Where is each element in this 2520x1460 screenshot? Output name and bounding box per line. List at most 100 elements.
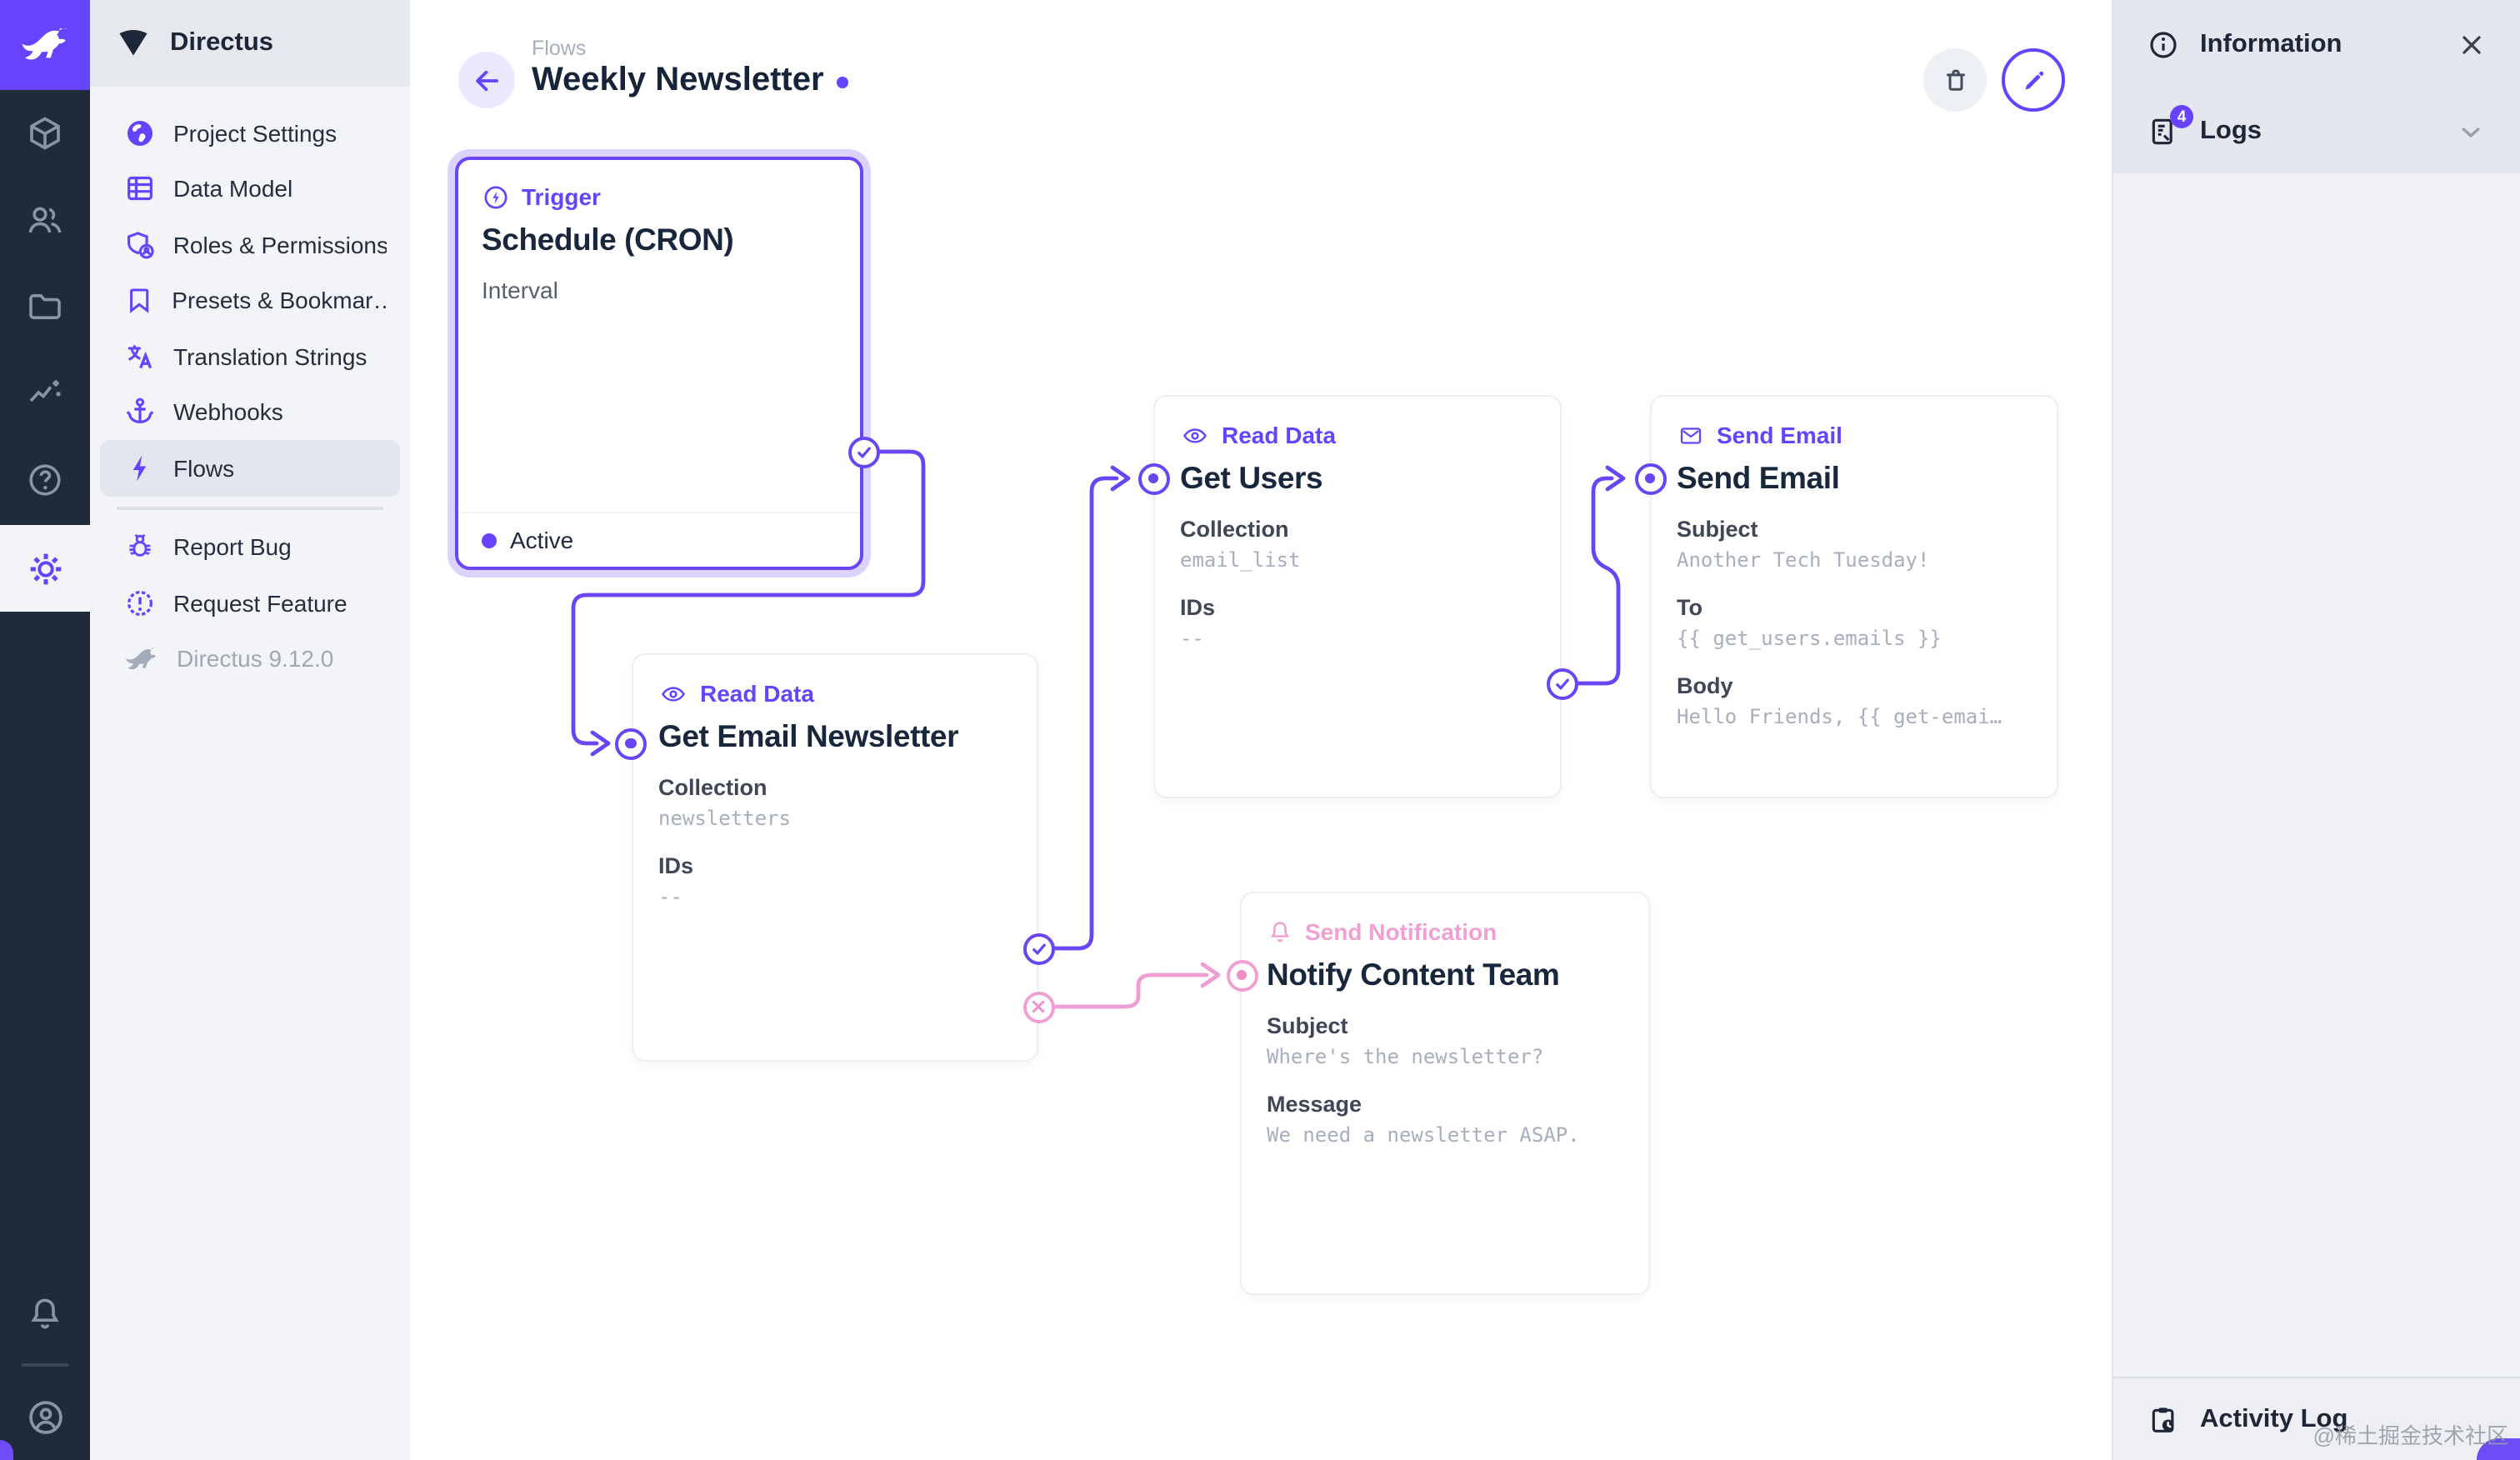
info-icon — [2150, 32, 2177, 58]
logs-chevron — [2455, 116, 2487, 148]
page-title: Weekly Newsletter — [532, 62, 824, 98]
field-label: Collection — [1180, 517, 1289, 542]
node-panel-label: Send Notification — [1267, 915, 1623, 948]
nav-item-label: Roles & Permissions — [172, 231, 387, 258]
field-label: IDs — [1180, 595, 1216, 620]
bug-icon — [129, 534, 151, 558]
envelope-icon — [1680, 427, 1702, 443]
delete-flow-button[interactable] — [1923, 48, 1987, 112]
shield-user-icon — [128, 231, 154, 258]
avatar-icon — [28, 1400, 62, 1433]
nav-item-roles-permissions[interactable]: Roles & Permissions — [100, 217, 400, 272]
nav-item-label: Report Bug — [173, 533, 292, 561]
node-panel-text: Read Data — [700, 680, 814, 707]
nav-item-label: Webhooks — [173, 398, 283, 426]
node-panel-text: Send Email — [1717, 422, 1842, 448]
sidebar-logs-accordion[interactable]: 4 Logs — [2113, 90, 2520, 173]
module-insights[interactable] — [0, 350, 90, 437]
node-panel-text: Trigger — [522, 183, 601, 210]
port-send-email-input[interactable] — [1634, 462, 1666, 494]
node-panel-label: Send Email — [1677, 418, 2032, 452]
check-icon — [1032, 942, 1045, 954]
project-wedge-icon — [119, 29, 148, 56]
module-file-library[interactable] — [0, 263, 90, 350]
node-panel-text: Read Data — [1222, 422, 1336, 448]
module-help[interactable] — [0, 437, 90, 523]
cube-icon — [30, 117, 60, 150]
edit-flow-button[interactable] — [2002, 48, 2065, 112]
logs-icon-wrap: 4 — [2147, 105, 2193, 148]
node-panel-label: Read Data — [1180, 418, 1535, 452]
nav-item-label: Presets & Bookmar… — [172, 287, 387, 314]
nav-item-presets-bookmarks[interactable]: Presets & Bookmar… — [100, 272, 400, 328]
flow-node-get-email-newsletter[interactable]: Read Data Get Email Newsletter Collectio… — [632, 653, 1038, 1062]
user-avatar-button[interactable] — [0, 1373, 90, 1460]
back-button[interactable] — [458, 52, 515, 108]
node-panel-label: Read Data — [658, 677, 1012, 710]
unsaved-dot — [837, 77, 849, 88]
nav-item-report-bug[interactable]: Report Bug — [100, 519, 400, 575]
port-get-email-newsletter-input[interactable] — [615, 728, 647, 759]
nav-item-data-model[interactable]: Data Model — [100, 161, 400, 217]
node-field: Subject Where's the newsletter? — [1267, 1012, 1623, 1072]
nav-item-translation-strings[interactable]: Translation Strings — [100, 328, 400, 384]
module-settings[interactable] — [0, 525, 90, 612]
field-label: Subject — [1677, 517, 1758, 542]
rabbit-icon-grey — [126, 647, 158, 669]
translate-icon — [128, 344, 152, 368]
port-get-users-input[interactable] — [1138, 462, 1169, 494]
sidebar-activity-log[interactable]: Activity Log — [2113, 1377, 2520, 1460]
field-value: -- — [658, 885, 682, 908]
bookmark-icon — [130, 289, 149, 314]
field-value: We need a newsletter ASAP. — [1267, 1123, 1580, 1147]
notifications-button[interactable] — [0, 1270, 90, 1357]
flow-node-send-email[interactable]: Send Email Send Email Subject Another Te… — [1650, 395, 2058, 798]
nav-item-flows[interactable]: Flows — [100, 440, 400, 496]
node-title: Notify Content Team — [1267, 957, 1560, 992]
port-notify-input[interactable] — [1226, 959, 1258, 991]
flow-node-trigger[interactable]: Trigger Schedule (CRON) Interval Active — [455, 157, 863, 570]
flow-node-get-users[interactable]: Read Data Get Users Collection email_lis… — [1153, 395, 1562, 798]
logs-count-badge: 4 — [2170, 105, 2193, 128]
anchor-icon — [126, 398, 154, 424]
field-label: Message — [1267, 1092, 1362, 1117]
field-label: Subject — [1267, 1013, 1348, 1038]
field-value: {{ get_users.emails }} — [1677, 627, 1942, 650]
nav-item-label: Translation Strings — [173, 342, 368, 370]
arrow-left-icon — [475, 69, 498, 91]
nav-item-webhooks[interactable]: Webhooks — [100, 384, 400, 440]
insights-icon — [29, 380, 61, 402]
directus-logo[interactable] — [0, 0, 90, 90]
nav-item-label: Project Settings — [173, 119, 338, 147]
node-field: IDs -- — [658, 852, 1012, 912]
project-switcher[interactable]: Directus — [90, 0, 410, 87]
module-user-directory[interactable] — [0, 177, 90, 263]
port-get-email-newsletter-resolve[interactable] — [1022, 932, 1054, 964]
help-icon — [29, 464, 61, 496]
users-icon — [28, 207, 62, 233]
project-name: Directus — [170, 28, 274, 57]
close-sidebar-button[interactable] — [2457, 30, 2487, 60]
nav-item-label: Data Model — [173, 175, 293, 202]
port-get-users-resolve[interactable] — [1546, 668, 1578, 699]
breadcrumb[interactable]: Flows — [532, 37, 587, 60]
eye-icon — [661, 686, 686, 701]
node-field: To {{ get_users.emails }} — [1677, 593, 2032, 653]
nav-item-request-feature[interactable]: Request Feature — [100, 575, 400, 631]
flow-node-notify-content-team[interactable]: Send Notification Notify Content Team Su… — [1240, 892, 1650, 1295]
port-trigger-resolve[interactable] — [848, 436, 879, 468]
version-label: Directus 9.12.0 — [177, 645, 334, 672]
pencil-icon — [2024, 70, 2043, 89]
nav-divider — [117, 506, 383, 509]
module-bar-bottom — [0, 1270, 90, 1460]
data-model-icon — [128, 177, 152, 201]
nav-item-project-settings[interactable]: Project Settings — [100, 105, 400, 161]
module-collections[interactable] — [0, 90, 90, 177]
node-panel-label: Trigger — [482, 180, 837, 213]
module-bar — [0, 0, 90, 1460]
field-label: IDs — [658, 853, 694, 878]
field-value: email_list — [1180, 548, 1301, 572]
port-get-email-newsletter-reject[interactable] — [1022, 991, 1054, 1022]
eye-icon — [1182, 428, 1208, 442]
